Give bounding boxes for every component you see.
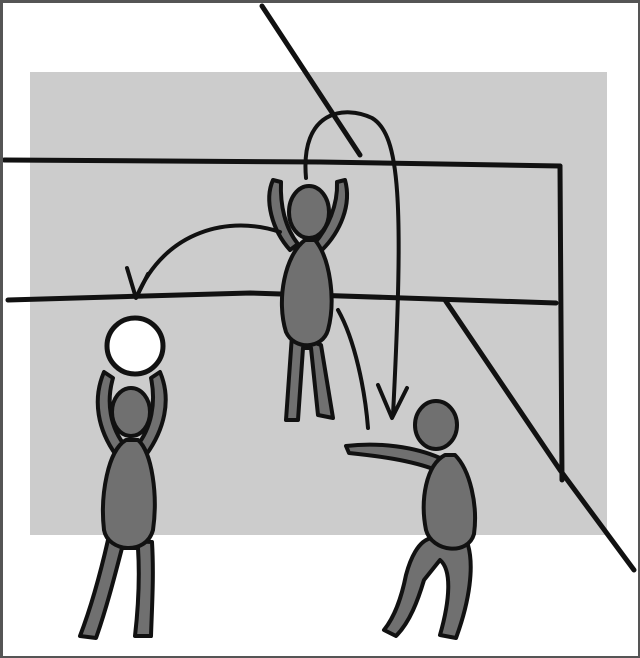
setter-legs [80,540,153,638]
setter-body [103,440,155,548]
digger-legs [384,538,471,638]
volleyball-illustration [3,3,638,656]
center-player-head [289,186,329,238]
net-post [560,166,562,480]
volleyball [107,318,163,374]
digger-head [415,401,457,449]
setter-head [112,388,150,436]
